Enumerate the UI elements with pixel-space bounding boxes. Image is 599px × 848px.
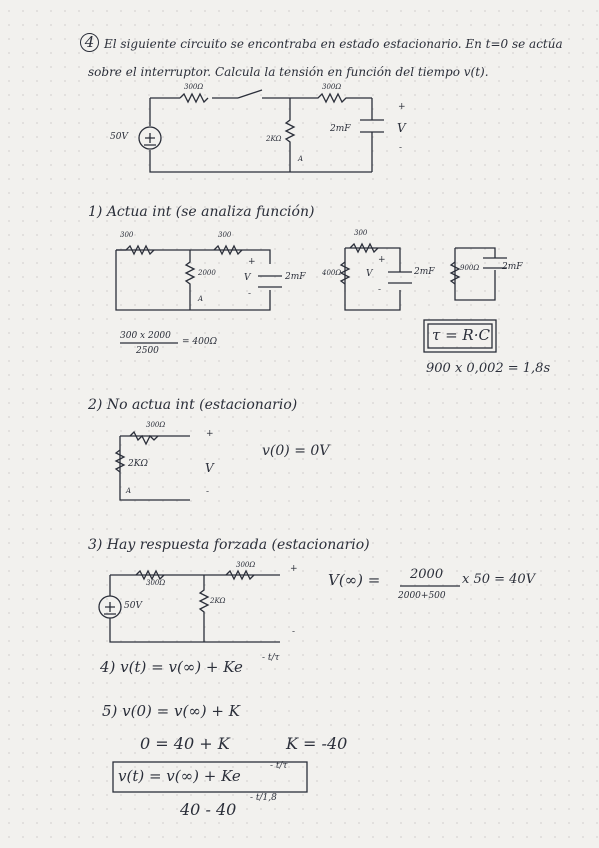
step5-boxed-formula: v(t) = v(∞) + Ke [118, 767, 241, 785]
main-switch [237, 89, 300, 99]
main-current-label: A [298, 155, 304, 163]
step5-line2a: 0 = 40 + K [140, 734, 230, 753]
step5-final-exponent: - t/1,8 [250, 793, 277, 803]
step1-parallel-denominator: 2500 [136, 346, 159, 356]
main-r2-label: 300Ω [322, 83, 342, 91]
step3-r2: 300Ω [236, 561, 256, 569]
step1-c1-r1: 300 [120, 231, 134, 239]
step1-c2-r1: 300 [354, 229, 368, 237]
main-r1-label: 300Ω [184, 83, 204, 91]
main-v-label: V [397, 121, 406, 135]
step1-heading: 1) Actua int (se analiza función) [88, 204, 315, 220]
main-minus: - [399, 143, 403, 153]
main-resistor-300-2 [300, 92, 372, 104]
problem-statement-line-2: sobre el interruptor. Calcula la tensión… [88, 65, 489, 79]
step5-boxed-exponent: - t/τ [270, 761, 288, 771]
step1-c2-minus: - [378, 285, 382, 295]
step2-r2: 2KΩ [128, 459, 148, 469]
main-resistor-2k [284, 98, 296, 172]
step3-lhs: V(∞) = [328, 571, 381, 589]
step4-formula: 4) v(t) = v(∞) + Ke [100, 658, 243, 676]
main-plus: + [398, 102, 406, 112]
main-resistor-300-1 [150, 92, 238, 104]
main-source-label: 50V [110, 132, 128, 142]
step1-c3-r: 900Ω [460, 264, 480, 272]
step2-plus: + [206, 429, 214, 439]
problem-number: 4 [80, 33, 99, 52]
step2-current: A [126, 487, 132, 495]
step4-exponent: - t/τ [262, 653, 280, 663]
step1-tau-formula: τ = R·C [432, 326, 490, 344]
step1-c3-cap: 2mF [502, 262, 523, 272]
step3-denominator: 2000+500 [398, 591, 446, 601]
main-voltage-source [138, 126, 162, 150]
problem-statement-line-1: El siguiente circuito se encontraba en e… [104, 37, 563, 51]
step1-c1-cap: 2mF [285, 272, 306, 282]
step1-parallel-numerator: 300 x 2000 [120, 331, 171, 341]
step1-c2-v: V [366, 269, 373, 279]
step5-line2b: K = -40 [286, 734, 348, 753]
step2-result: v(0) = 0V [262, 443, 330, 459]
step1-c1-minus: - [248, 289, 252, 299]
step1-c1-v: V [244, 273, 251, 283]
step3-numerator: 2000 [410, 567, 444, 582]
step3-heading: 3) Hay respuesta forzada (estacionario) [88, 537, 370, 553]
step3-rhs: x 50 = 40V [462, 572, 536, 587]
step1-tau-value: 900 x 0,002 = 1,8s [426, 361, 551, 376]
main-cap-label: 2mF [330, 124, 351, 134]
step2-v: V [205, 461, 214, 475]
step1-c2-r2: 400Ω [322, 269, 342, 277]
step3-r3: 2KΩ [210, 597, 226, 605]
step1-c1-r2: 300 [218, 231, 232, 239]
step1-c2-plus: + [378, 255, 386, 265]
step2-heading: 2) No actua int (estacionario) [88, 397, 298, 413]
step5-line1: 5) v(0) = v(∞) + K [102, 702, 240, 720]
step1-parallel-result: = 400Ω [182, 337, 218, 347]
step2-minus: - [206, 487, 210, 497]
main-capacitor [360, 119, 384, 133]
step3-source: 50V [124, 601, 142, 611]
step1-c1-plus: + [248, 257, 256, 267]
step3-minus: - [292, 627, 296, 637]
step5-final: 40 - 40 [180, 800, 237, 819]
step3-r1: 300Ω [146, 579, 166, 587]
step3-plus: + [290, 564, 298, 574]
main-r3-label: 2KΩ [266, 135, 282, 143]
step1-c1-current: A [198, 295, 204, 303]
step1-c2-cap: 2mF [414, 267, 435, 277]
step2-r1: 300Ω [146, 421, 166, 429]
step1-c1-r3: 2000 [198, 269, 216, 277]
